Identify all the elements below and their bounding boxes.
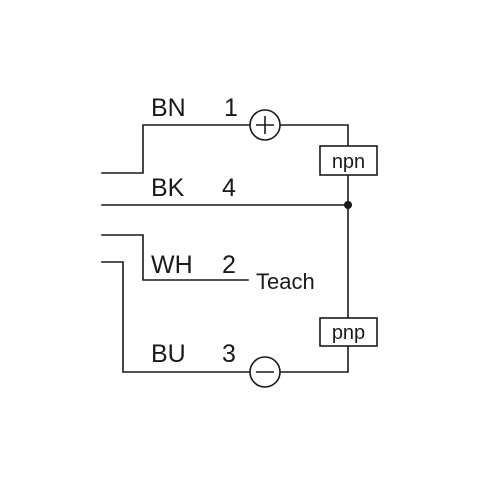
teach-label: Teach bbox=[256, 269, 315, 294]
wh-pin-label: 2 bbox=[222, 251, 236, 279]
wire-labels: BN 1 BK 4 WH 2 Teach BU 3 bbox=[151, 94, 315, 368]
bu-pin-label: 3 bbox=[222, 340, 236, 368]
bk-pin-label: 4 bbox=[222, 174, 236, 202]
npn-label: npn bbox=[332, 151, 365, 173]
junction-dot bbox=[344, 201, 352, 209]
minus-terminal bbox=[249, 356, 281, 388]
pnp-output-box: pnp bbox=[319, 317, 378, 347]
wire-bn-right bbox=[279, 124, 349, 147]
plus-terminal bbox=[249, 109, 281, 141]
bn-pin-label: 1 bbox=[224, 94, 238, 122]
plus-icon bbox=[256, 116, 274, 134]
bu-color-label: BU bbox=[151, 340, 186, 368]
wire-lines bbox=[101, 124, 349, 373]
wire-bn bbox=[101, 124, 251, 174]
bk-color-label: BK bbox=[151, 174, 185, 202]
npn-box-frame bbox=[319, 145, 378, 176]
pnp-label: pnp bbox=[332, 322, 365, 344]
pnp-box-frame bbox=[319, 317, 378, 347]
npn-output-box: npn bbox=[319, 145, 378, 176]
wire-bu-right bbox=[279, 345, 349, 373]
wire-bu bbox=[101, 261, 251, 373]
bn-color-label: BN bbox=[151, 94, 186, 122]
wh-color-label: WH bbox=[151, 251, 193, 279]
wire-wh bbox=[101, 234, 249, 281]
